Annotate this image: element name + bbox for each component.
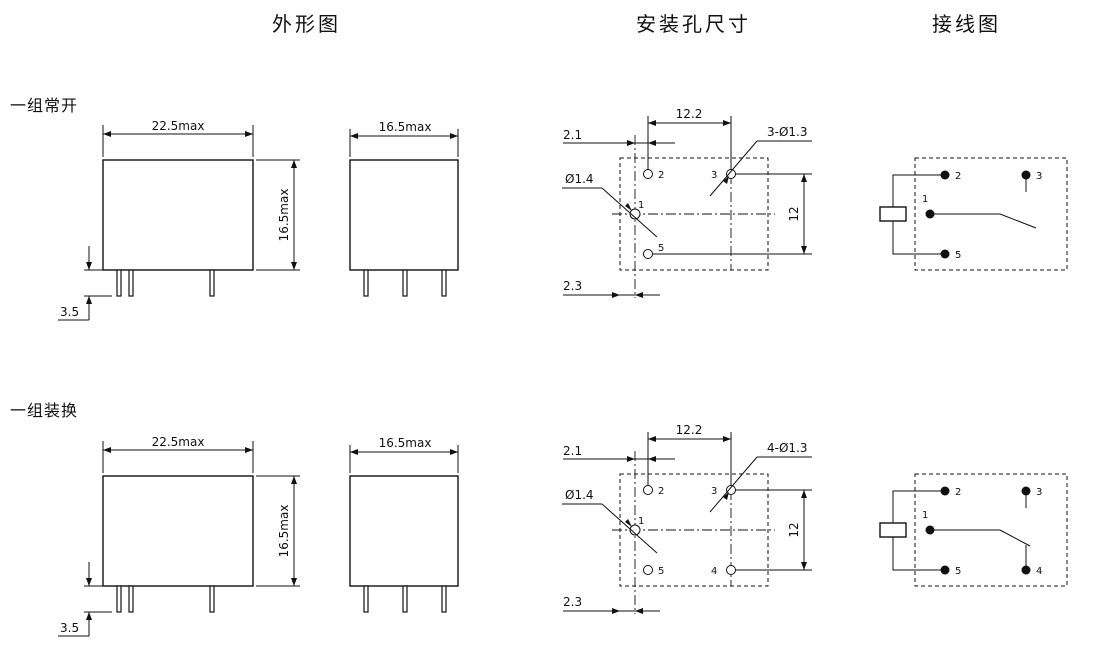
dim-offset-bottom: 2.3 [563,279,582,293]
wire-label-1: 1 [922,194,928,205]
wire-label-3: 3 [1036,171,1042,182]
hole-2 [643,169,653,179]
pin [209,269,215,297]
dim-depth: 16.5max [379,436,432,450]
row1-mounting-holes: 2 3 1 5 12.2 2.1 3-Ø1.3 Ø1.4 12 [562,107,812,298]
dim-coil-hole: Ø1.4 [565,488,594,502]
pin [363,269,369,297]
dim-width: 22.5max [152,119,205,133]
dim-holes: 4-Ø1.3 [767,441,808,455]
dim-offset-x: 2.1 [563,128,582,142]
relay-body-side [349,159,459,271]
dim-pitch-y: 12 [787,206,801,221]
pin [363,585,369,613]
mounting-header: 安装孔尺寸 [636,12,751,36]
row2-wiring-diagram: 2 3 1 5 4 [879,473,1068,587]
pin-label-3: 3 [711,486,717,497]
pin-label-2: 2 [658,170,664,181]
pin [116,269,122,297]
hole-4 [726,565,736,575]
relay-body-front [102,159,254,271]
row1-outline-front: 22.5max 16.5max 3.5 [58,119,300,321]
row2-outline-front: 22.5max 16.5max 3.5 [58,435,300,637]
pin-label-3: 3 [711,170,717,181]
pin-label-2: 2 [658,486,664,497]
hole-1 [629,524,641,536]
pin-label-1: 1 [638,200,644,211]
pin [402,269,408,297]
wire-label-2: 2 [955,171,961,182]
pin [209,585,215,613]
hole-5 [643,249,653,259]
dim-height: 16.5max [277,505,291,558]
wire-label-5: 5 [955,250,961,261]
row2-outline-side: 16.5max [349,436,459,613]
dim-pitch-x: 12.2 [676,107,703,121]
hole-5 [643,565,653,575]
dim-coil-hole: Ø1.4 [565,172,594,186]
row1-outline-side: 16.5max [349,120,459,297]
coil-symbol [879,522,907,538]
pin-label-5: 5 [658,243,664,254]
wire-label-1: 1 [922,510,928,521]
wiring-box [914,473,1068,587]
pin-label-5: 5 [658,566,664,577]
row2-mounting-holes: 2 3 1 5 4 12.2 2.1 4-Ø1.3 Ø1.4 12 2.3 [562,423,812,614]
wiring-box [914,157,1068,271]
pin [441,269,447,297]
hole-2 [643,485,653,495]
row1-wiring-diagram: 2 3 1 5 [879,157,1068,271]
pin [116,585,122,613]
pin [402,585,408,613]
relay-body-front [102,475,254,587]
wire-label-5: 5 [955,566,961,577]
wiring-header: 接线图 [932,12,1001,36]
dim-height: 16.5max [277,189,291,242]
pin-label-4: 4 [711,566,717,577]
row-label-changeover: 一组装换 [10,401,79,420]
dim-holes: 3-Ø1.3 [767,125,808,139]
pin-label-1: 1 [638,516,644,527]
wire-label-3: 3 [1036,487,1042,498]
dim-depth: 16.5max [379,120,432,134]
dim-pitch-y: 12 [787,522,801,537]
coil-symbol [879,206,907,222]
dim-offset-bottom: 2.3 [563,595,582,609]
relay-body-side [349,475,459,587]
wire-label-2: 2 [955,487,961,498]
dim-width: 22.5max [152,435,205,449]
dim-pin-length: 3.5 [60,621,79,635]
dim-offset-x: 2.1 [563,444,582,458]
row-label-normally-open: 一组常开 [10,96,79,115]
outline-header: 外形图 [272,12,341,36]
pin [128,269,134,297]
dim-pin-length: 3.5 [60,305,79,319]
pin [128,585,134,613]
hole-1 [629,208,641,220]
wire-label-4: 4 [1036,566,1042,577]
pin [441,585,447,613]
dim-pitch-x: 12.2 [676,423,703,437]
